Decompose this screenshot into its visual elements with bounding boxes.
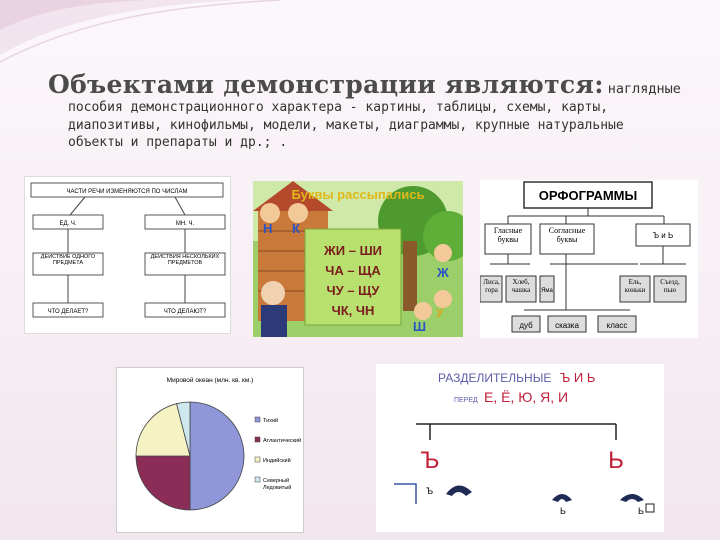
pie-slice-3 [176, 401, 191, 457]
scheme1-left-2: ЧТО ДЕЛАЕТ? [48, 309, 89, 315]
old-man [261, 281, 285, 305]
orth-leaf-2: Яма [541, 288, 553, 294]
separ-title-letters: Ъ И Ь [560, 370, 595, 385]
separ-title-word: РАЗДЕЛИТЕЛЬНЫЕ [438, 371, 551, 385]
orth-group-0: Гласные буквы [493, 226, 523, 244]
legend-label-0: Тихий [263, 417, 278, 424]
game-title: Буквы рассыпались [292, 187, 425, 202]
orth-leaf-3: Ель, коньки [624, 278, 646, 294]
root-mark [552, 494, 572, 502]
scheme1-right-2: ЧТО ДЕЛАЮТ? [164, 309, 207, 315]
legend-swatch-2 [254, 456, 261, 463]
child-figure [434, 290, 452, 308]
game-letter-4: Ш [413, 319, 426, 334]
legend-label-1: Атлантический [263, 437, 301, 444]
orth-bottom-2: класс [607, 321, 628, 330]
legend-swatch-0 [254, 416, 261, 423]
prefix-mark [394, 483, 417, 504]
body-line: объекты и препараты и др.; . [68, 135, 288, 150]
orth-group-2: Ъ и Ь [653, 231, 674, 240]
body-line: пособия демонстрационного характера - ка… [68, 100, 609, 115]
slide-title: Объектами демонстрации являются: [48, 70, 604, 99]
scheme-orthograms: ОРФОГРАММЫ Гласные буквы Согласные буквы… [480, 180, 698, 338]
orth-leaf-4: Съезд, пью [660, 278, 680, 294]
separ-vowels: Е, Ё, Ю, Я, И [484, 389, 568, 405]
game-letter-3: У [436, 306, 444, 320]
game-row-3: ЧК, ЧН [332, 303, 375, 318]
game-row-2: ЧУ – ЩУ [326, 283, 380, 298]
scheme-parts-of-speech: ЧАСТИ РЕЧИ ИЗМЕНЯЮТСЯ ПО ЧИСЛАМ ЕД. Ч. М… [24, 176, 231, 334]
body-line: диапозитивы, кинофильмы, модели, макеты,… [68, 117, 624, 133]
child-figure [288, 203, 308, 223]
pie-slice-1 [135, 455, 191, 511]
child-figure [260, 203, 280, 223]
scheme1-left-1: ДЕЙСТВИЕ ОДНОГО ПРЕДМЕТА [40, 254, 96, 266]
separ-soft-small: Ь [560, 506, 566, 516]
scheme-separating-signs: РАЗДЕЛИТЕЛЬНЫЕ Ъ И Ь ПЕРЕД Е, Ё, Ю, Я, И… [376, 364, 664, 532]
orth-group-1: Согласные буквы [548, 226, 586, 244]
game-row-0: ЖИ – ШИ [323, 243, 382, 258]
game-letters-scattered: Буквы рассыпались ЖИ – ШИ ЧА – ЩА ЧУ – Щ… [253, 181, 463, 337]
scheme1-right-1: ДЕЙСТВИЯ НЕСКОЛЬКИХ ПРЕДМЕТОВ [150, 254, 220, 266]
legend-swatch-3 [254, 476, 261, 483]
scheme1-left-0: ЕД. Ч. [59, 221, 76, 227]
root-mark [446, 485, 472, 496]
game-row-1: ЧА – ЩА [325, 263, 381, 278]
child-figure [414, 302, 432, 320]
separ-pre: ПЕРЕД [454, 397, 478, 404]
slide-body: пособия демонстрационного характера - ка… [68, 99, 688, 152]
orth-bottom-0: дуб [519, 321, 533, 330]
decorative-corner [0, 0, 281, 63]
ending-box [645, 503, 655, 513]
separ-soft-small: Ь [638, 506, 644, 516]
scheme1-top: ЧАСТИ РЕЧИ ИЗМЕНЯЮТСЯ ПО ЧИСЛАМ [67, 189, 188, 195]
legend-swatch-1 [254, 436, 261, 443]
root-mark [620, 494, 644, 502]
orth-leaf-1: Хлеб, чашка [511, 278, 531, 294]
scheme1-right-0: МН. Ч. [176, 221, 195, 227]
orth-bottom-1: сказка [555, 321, 579, 330]
game-letter-2: Ж [436, 265, 449, 280]
game-letter-0: Н [263, 221, 272, 236]
pie-slice-0 [189, 401, 245, 511]
pie-title: Мировой океан (млн. кв. км.) [167, 376, 254, 384]
pie-slice-2 [135, 403, 191, 457]
child-figure [434, 244, 452, 262]
separ-hard-sign: Ъ [421, 447, 440, 474]
orth-leaf-0: Лиса, гора [483, 278, 500, 294]
legend-label-2: Индийский [263, 457, 291, 464]
separ-hard-small: Ъ [426, 486, 433, 496]
orth-top: ОРФОГРАММЫ [539, 188, 638, 203]
separ-soft-sign: Ь [608, 447, 624, 474]
game-letter-1: К [292, 221, 300, 236]
slide-title-tail: наглядные [607, 81, 681, 97]
slide-text: Объектами демонстрации являются: наглядн… [48, 70, 688, 152]
